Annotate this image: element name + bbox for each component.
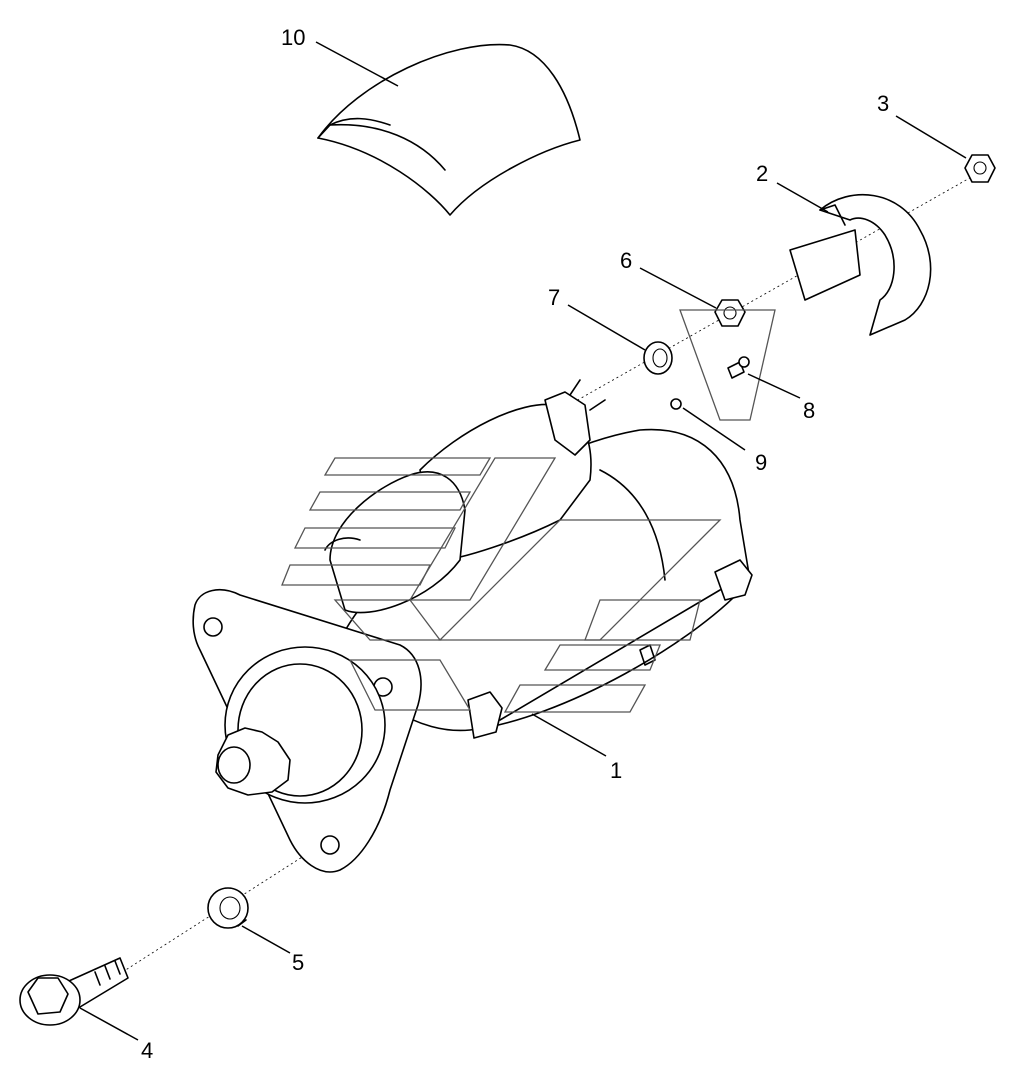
part-3-nut bbox=[964, 154, 996, 183]
callout-1: 1 bbox=[610, 758, 622, 783]
watermark-logo bbox=[281, 309, 776, 713]
callout-5: 5 bbox=[292, 950, 304, 975]
callout-3: 3 bbox=[877, 91, 889, 116]
leader-6 bbox=[639, 267, 717, 309]
callout-6: 6 bbox=[620, 248, 632, 273]
callout-2: 2 bbox=[756, 161, 768, 186]
callout-4: 4 bbox=[141, 1038, 153, 1063]
leader-7 bbox=[567, 304, 646, 351]
part-4-flange-bolt bbox=[19, 957, 129, 1026]
leader-1 bbox=[531, 713, 607, 757]
leader-9 bbox=[682, 407, 746, 451]
part-5-spring-washer bbox=[207, 887, 249, 929]
part-10-heat-shield bbox=[317, 43, 581, 216]
callout-10: 10 bbox=[281, 25, 305, 50]
callout-9: 9 bbox=[755, 450, 767, 475]
callout-7: 7 bbox=[548, 285, 560, 310]
leader-5 bbox=[241, 925, 291, 954]
part-9-small-washer bbox=[670, 398, 682, 410]
leader-4 bbox=[79, 1007, 139, 1041]
leader-10 bbox=[315, 41, 399, 87]
part-8-screw bbox=[727, 356, 750, 379]
leader-2 bbox=[776, 182, 829, 213]
callout-8: 8 bbox=[803, 398, 815, 423]
part-1-starter-motor bbox=[192, 379, 753, 873]
leader-8 bbox=[747, 373, 801, 399]
part-2-terminal-cover bbox=[789, 193, 932, 336]
part-7-washer bbox=[643, 341, 673, 375]
part-6-nut bbox=[714, 299, 746, 327]
leader-3 bbox=[895, 115, 967, 159]
